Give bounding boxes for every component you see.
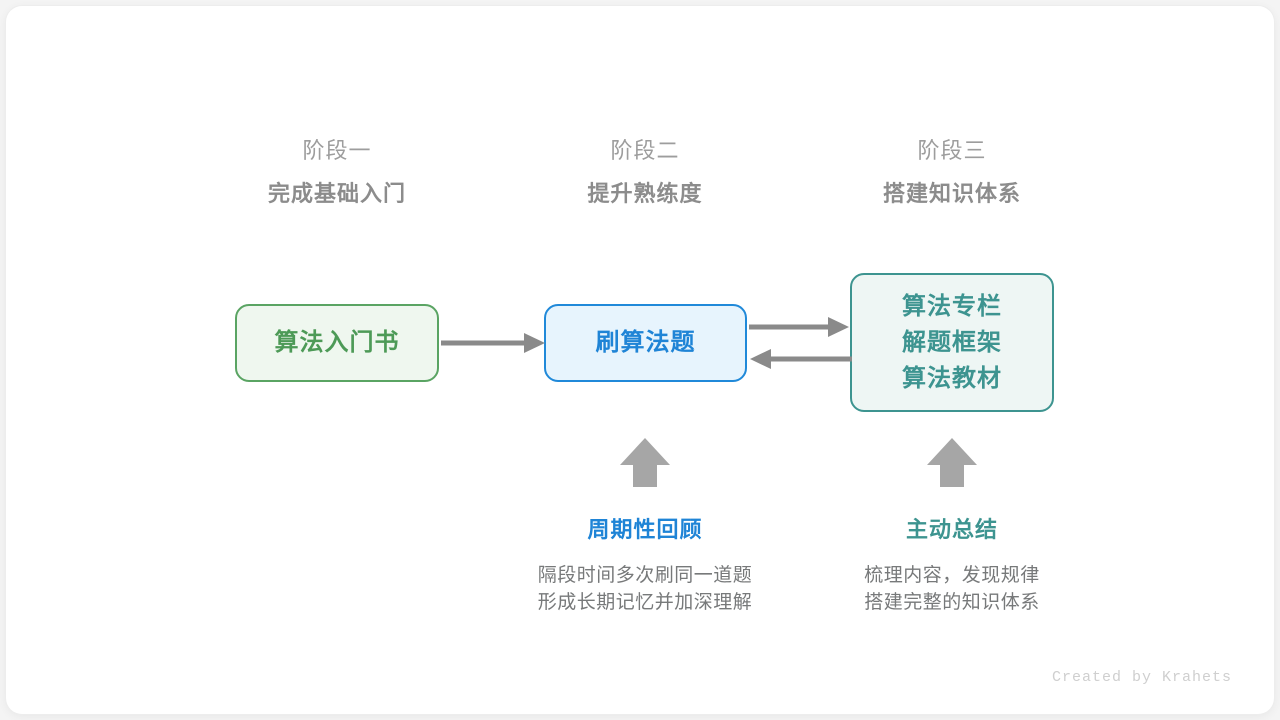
node-label: 算法专栏 bbox=[902, 292, 1002, 320]
stage-label: 阶段三 bbox=[917, 138, 987, 163]
stage-title: 提升熟练度 bbox=[587, 181, 703, 206]
stage-title: 搭建知识体系 bbox=[882, 181, 1021, 206]
arrow-practice-to-resources bbox=[749, 317, 849, 337]
stage-header-2: 阶段二 提升熟练度 bbox=[495, 136, 795, 211]
note-title: 主动总结 bbox=[905, 517, 998, 542]
content-card: 阶段一 完成基础入门 阶段二 提升熟练度 阶段三 搭建知识体系 算法入门书 刷算… bbox=[6, 6, 1274, 714]
note-body-line: 隔段时间多次刷同一道题 bbox=[537, 565, 753, 586]
node-label: 算法入门书 bbox=[274, 329, 400, 356]
stage-header-1: 阶段一 完成基础入门 bbox=[187, 136, 487, 211]
node-label: 刷算法题 bbox=[595, 329, 696, 356]
arrow-book-to-practice bbox=[441, 333, 545, 353]
note-periodic-review: 周期性回顾 隔段时间多次刷同一道题 形成长期记忆并加深理解 bbox=[485, 515, 805, 616]
node-label: 算法教材 bbox=[902, 364, 1002, 392]
up-arrow-icon-summary bbox=[927, 438, 977, 487]
note-body-line: 形成长期记忆并加深理解 bbox=[537, 592, 753, 613]
stage-header-3: 阶段三 搭建知识体系 bbox=[802, 136, 1102, 211]
note-body-line: 梳理内容，发现规律 bbox=[864, 565, 1040, 586]
arrow-resources-to-practice bbox=[750, 349, 852, 369]
node-label: 解题框架 bbox=[902, 328, 1002, 356]
note-body: 隔段时间多次刷同一道题 形成长期记忆并加深理解 bbox=[485, 562, 805, 616]
note-body-line: 搭建完整的知识体系 bbox=[864, 592, 1040, 613]
up-arrow-icon-review bbox=[620, 438, 670, 487]
credit-text: Created by Krahets bbox=[1051, 669, 1232, 686]
node-practice-problems[interactable]: 刷算法题 bbox=[544, 304, 747, 382]
node-algorithm-intro-book[interactable]: 算法入门书 bbox=[235, 304, 439, 382]
stage-title: 完成基础入门 bbox=[267, 181, 406, 206]
note-title: 周期性回顾 bbox=[587, 517, 703, 542]
note-active-summary: 主动总结 梳理内容，发现规律 搭建完整的知识体系 bbox=[792, 515, 1112, 616]
note-body: 梳理内容，发现规律 搭建完整的知识体系 bbox=[792, 562, 1112, 616]
stage-label: 阶段二 bbox=[610, 138, 680, 163]
node-knowledge-resources[interactable]: 算法专栏 解题框架 算法教材 bbox=[850, 273, 1054, 412]
stage-label: 阶段一 bbox=[302, 138, 372, 163]
